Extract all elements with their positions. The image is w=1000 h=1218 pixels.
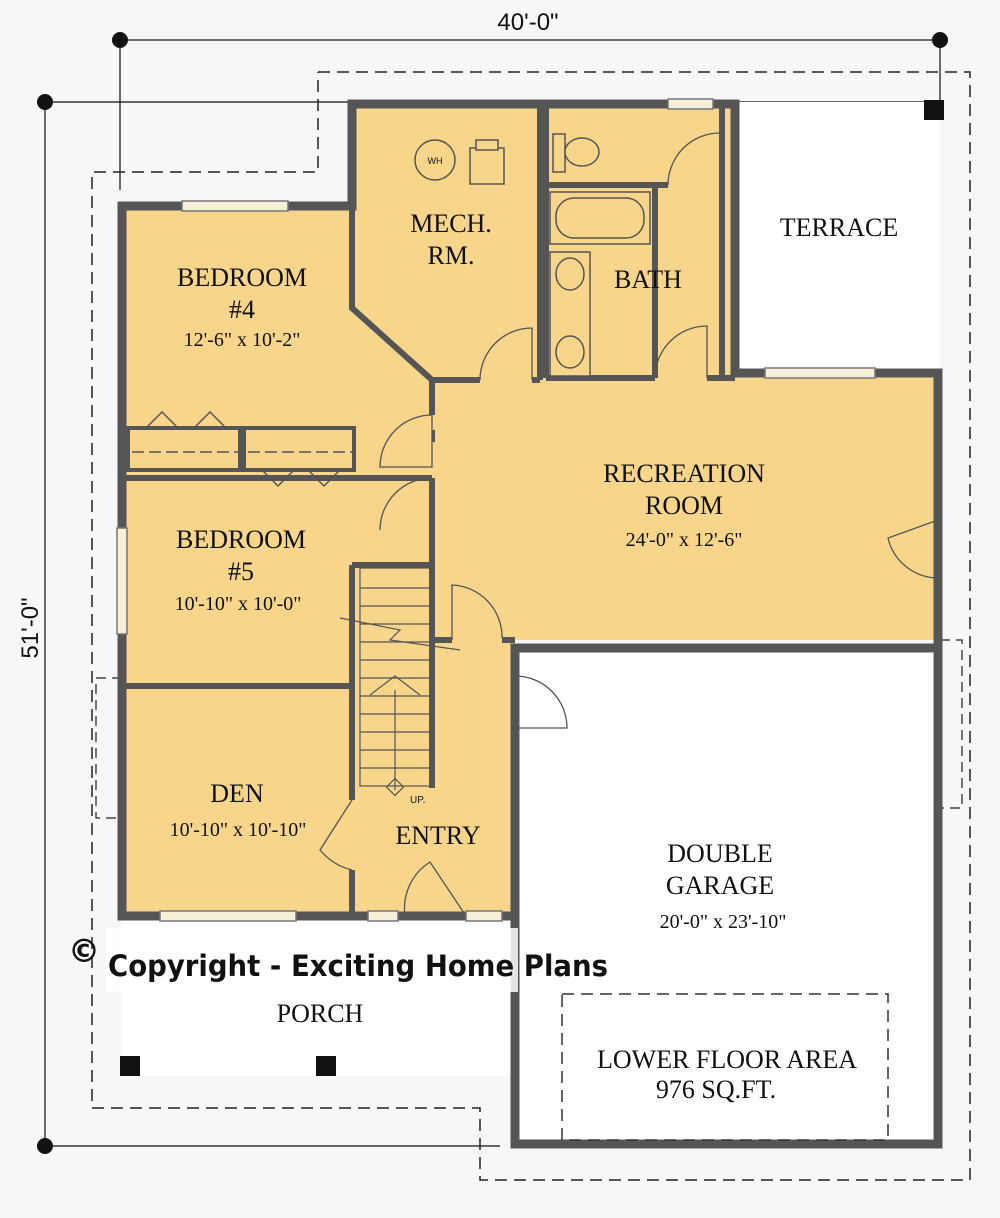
terrace-area: [737, 102, 940, 370]
recreation-size: 24'-0" x 12'-6": [626, 529, 743, 551]
garage-label: DOUBLE: [667, 839, 772, 868]
floor-area-label: LOWER FLOOR AREA: [597, 1045, 857, 1074]
bedroom4-label: BEDROOM: [177, 263, 307, 292]
side-dashed-outline: [940, 639, 963, 809]
furnace: [469, 147, 505, 185]
mech-room-label-2: RM.: [428, 241, 475, 270]
recreation-label-2: ROOM: [645, 491, 723, 520]
den-dashed-outline: [95, 677, 122, 819]
bedroom5-size: 10'-10" x 10'-0": [175, 593, 302, 615]
bedroom5-label: BEDROOM: [176, 525, 306, 554]
bedroom4-size: 12'-6" x 10'-2": [184, 329, 301, 351]
garage-size: 20'-0" x 23'-10": [660, 911, 787, 933]
doors: [319, 132, 939, 917]
dimension-dots: [37, 32, 948, 1154]
copyright-backdrop: [106, 928, 518, 992]
terrace-label: TERRACE: [780, 213, 898, 242]
garage-label-2: GARAGE: [666, 871, 774, 900]
bath-label: BATH: [614, 265, 682, 294]
stair-up-label: UP.: [410, 795, 425, 806]
interior-fill: [122, 104, 940, 916]
interior-walls: [122, 104, 735, 916]
mech-room-label: MECH.: [410, 209, 492, 238]
depth-dimension-label: 51'-0": [17, 597, 44, 658]
garage-area: [515, 648, 937, 1142]
den-size: 10'-10" x 10'-10": [170, 819, 307, 841]
closets: [126, 410, 356, 488]
room-labels: MECH. RM. BATH TERRACE BEDROOM #4 12'-6"…: [170, 209, 899, 1104]
stairs: [339, 567, 461, 797]
floor-area-box: [561, 993, 889, 1141]
recreation-label: RECREATION: [603, 459, 765, 488]
entry-label: ENTRY: [395, 821, 480, 850]
copyright-text: Copyright - Exciting Home Plans: [108, 949, 608, 983]
fixtures: [414, 133, 651, 377]
bedroom4-number: #4: [229, 295, 255, 324]
water-heater: [414, 139, 456, 181]
copyright-symbol: ©: [68, 932, 100, 970]
bedroom5-number: #5: [228, 557, 254, 586]
windows: [116, 98, 876, 922]
water-heater-label: WH: [428, 156, 443, 166]
den-label: DEN: [210, 779, 264, 808]
toilet-bowl: [564, 137, 600, 167]
toilet-tank: [552, 133, 566, 173]
porch-label: PORCH: [277, 999, 364, 1028]
posts: [120, 100, 944, 1076]
footprint-outline: [91, 71, 971, 1181]
width-dimension-label: 40'-0": [497, 9, 558, 36]
floor-area-value: 976 SQ.FT.: [656, 1075, 776, 1104]
